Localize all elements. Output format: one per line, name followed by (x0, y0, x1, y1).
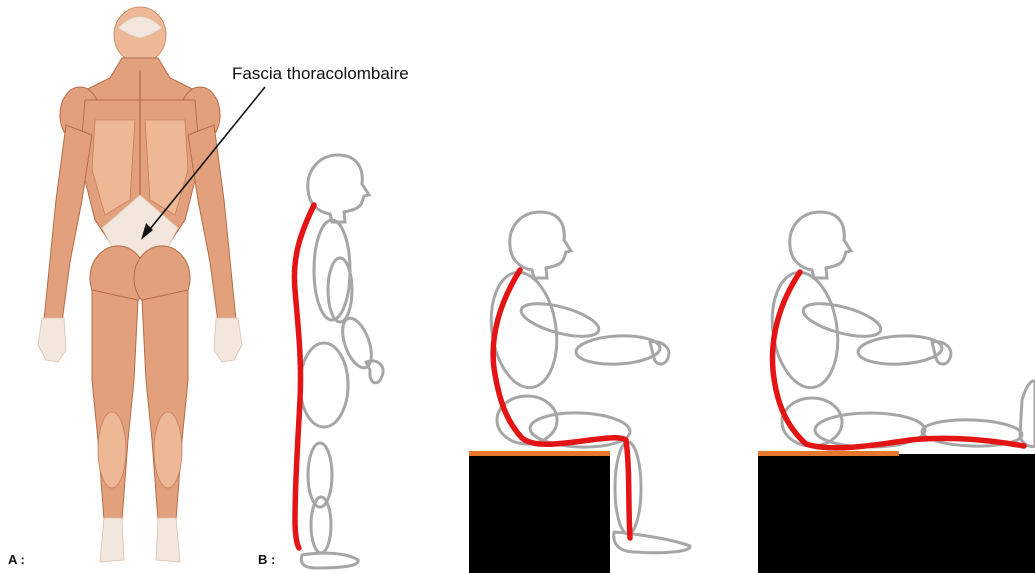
sitting-bent-figure (469, 212, 690, 573)
seat-top-1 (469, 451, 610, 456)
fascia-annotation-label: Fascia thoracolombaire (232, 64, 409, 84)
anatomy-back-view (38, 7, 242, 562)
seat-block-2 (758, 454, 1035, 573)
standing-figure (294, 155, 383, 568)
panel-b-label: B : (258, 552, 275, 567)
seat-block-1 (469, 454, 610, 573)
seat-top-2 (758, 451, 899, 456)
panel-a-label: A : (8, 552, 25, 567)
sitting-extended-figure (758, 212, 1035, 573)
